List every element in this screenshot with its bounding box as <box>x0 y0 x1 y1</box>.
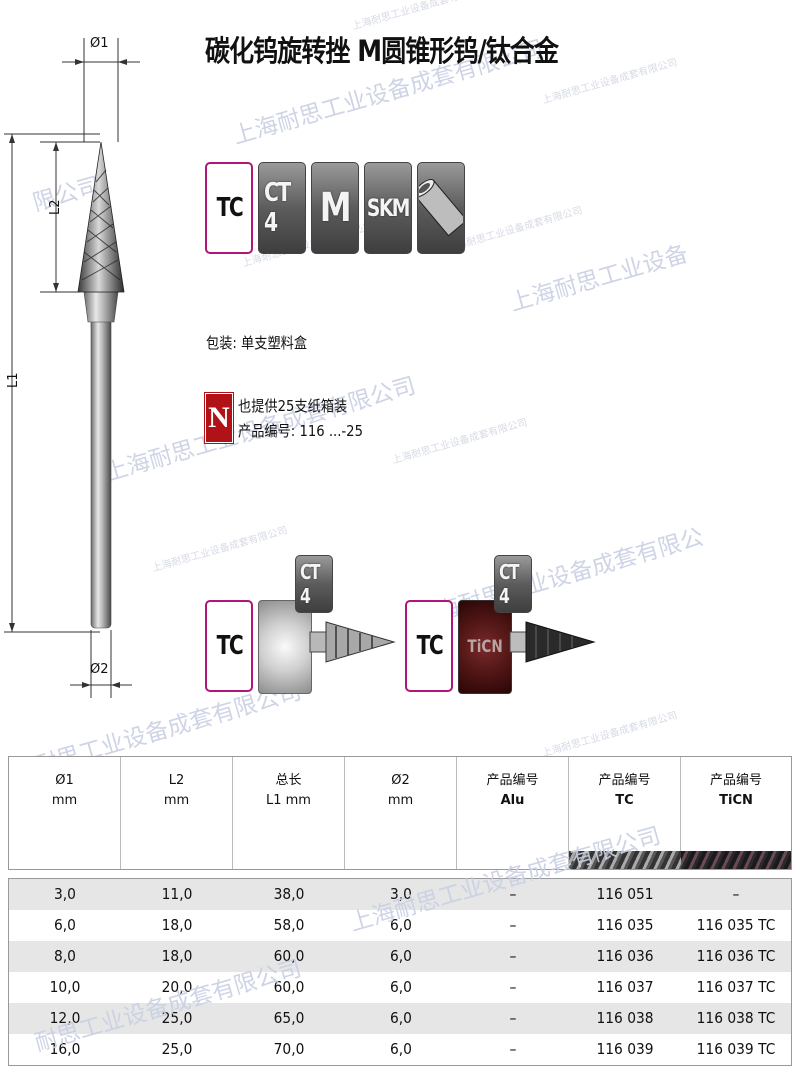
watermark: 上海耐思工业设备成套有限公司 <box>446 205 584 255</box>
ticn-texture-strip <box>681 851 791 869</box>
coating-tc-swatch <box>258 600 312 694</box>
watermark: 上海耐思工业设备成套有限公司 <box>391 417 529 467</box>
badge-m: M <box>311 162 359 254</box>
burr-head-dark <box>509 621 596 663</box>
watermark: 上海耐思工业设备成套有限公司 <box>541 57 679 107</box>
tool-drawing <box>4 38 140 698</box>
dimension-d2-label: Ø2 <box>90 662 109 677</box>
badge-skm: SKM <box>364 162 412 254</box>
bulk-pack-info: 也提供25支纸箱装 <box>238 397 348 415</box>
dimension-d1-label: Ø1 <box>90 36 109 51</box>
tc-texture-strip <box>569 851 681 869</box>
coating-tc-badge: TC <box>205 600 253 692</box>
ticn-label: TiCN <box>467 637 503 657</box>
badge-tc: TC <box>205 162 253 254</box>
watermark: 上海耐思工业设备 <box>506 241 691 317</box>
page-title: 碳化钨旋转挫 M圆锥形钨/钛合金 <box>205 34 559 68</box>
coating-ticn-swatch: TiCN <box>458 600 512 694</box>
coating-ct4-badge-2: CT 4 <box>494 555 532 613</box>
dimension-l2-label: L2 <box>48 199 63 215</box>
badge-ct4: CT 4 <box>258 162 306 254</box>
packaging-info: 包装: 单支塑料盒 <box>206 334 308 352</box>
dimension-l1-label: L1 <box>6 372 21 388</box>
n-pack-icon: N <box>205 393 233 443</box>
watermark: 上海耐思工业设备成套有限公司 <box>541 710 679 760</box>
coating-ct4-badge: CT 4 <box>295 555 333 613</box>
badge-shank <box>417 162 465 254</box>
burr-head-silver <box>309 621 396 663</box>
bulk-pack-code: 产品编号: 116 ...-25 <box>238 422 363 440</box>
coating-tc-badge-2: TC <box>405 600 453 692</box>
tube-icon <box>419 178 463 237</box>
